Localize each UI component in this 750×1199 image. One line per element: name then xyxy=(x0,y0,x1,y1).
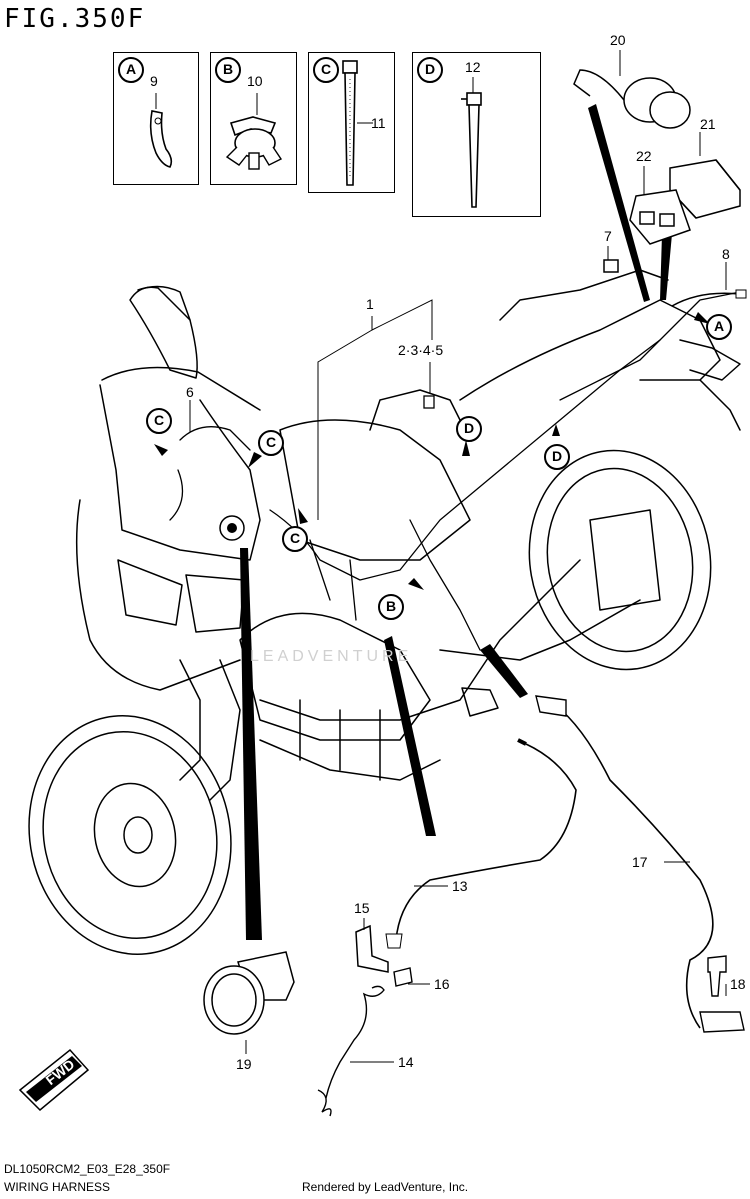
inset-c-badge: C xyxy=(313,57,339,83)
inset-a: A 9 xyxy=(113,52,199,185)
part-number-1: 1 xyxy=(366,296,374,312)
part-number-16: 16 xyxy=(434,976,450,992)
figure-code: DL1050RCM2_E03_E28_350F xyxy=(4,1162,171,1176)
callout-c-1: C xyxy=(146,408,172,434)
part-number-14: 14 xyxy=(398,1054,414,1070)
figure-title: FIG.350F xyxy=(4,4,146,34)
part-number-20: 20 xyxy=(610,32,626,48)
part-number-22: 22 xyxy=(636,148,652,164)
part-number-21: 21 xyxy=(700,116,716,132)
figure-caption: WIRING HARNESS xyxy=(4,1180,111,1194)
callout-c-2: C xyxy=(258,430,284,456)
part-number-17: 17 xyxy=(632,854,648,870)
leader-11 xyxy=(357,122,373,124)
part-number-8: 8 xyxy=(722,246,730,262)
callout-a: A xyxy=(706,314,732,340)
inset-c: C 11 xyxy=(308,52,395,193)
callout-d-1: D xyxy=(456,416,482,442)
inset-d-badge: D xyxy=(417,57,443,83)
inset-a-part-number: 9 xyxy=(150,73,158,89)
inset-a-badge: A xyxy=(118,57,144,83)
render-credit: Rendered by LeadVenture, Inc. xyxy=(302,1180,469,1194)
inset-c-part-number: 11 xyxy=(371,115,386,131)
part-number-15: 15 xyxy=(354,900,370,916)
callout-d-2: D xyxy=(544,444,570,470)
part-number-13: 13 xyxy=(452,878,468,894)
part-number-7: 7 xyxy=(604,228,612,244)
inset-d: D 12 xyxy=(412,52,541,217)
clamp-10-icon xyxy=(225,93,283,170)
inset-b: B 10 xyxy=(210,52,297,185)
callout-c-3: C xyxy=(282,526,308,552)
inset-d-part-number: 12 xyxy=(465,59,481,75)
inset-b-badge: B xyxy=(215,57,241,83)
cable-tie-11-icon xyxy=(342,60,358,186)
part-number-18: 18 xyxy=(730,976,746,992)
cable-tie-12-icon xyxy=(461,77,482,208)
part-number-19: 19 xyxy=(236,1056,252,1072)
fwd-arrow-icon xyxy=(18,1048,90,1112)
callout-b: B xyxy=(378,594,404,620)
part-number-2345: 2·3·4·5 xyxy=(398,342,444,358)
clamp-9-icon xyxy=(149,93,173,168)
inset-b-part-number: 10 xyxy=(247,73,263,89)
part-number-6: 6 xyxy=(186,384,194,400)
watermark: LEADVENTURE xyxy=(250,648,413,665)
